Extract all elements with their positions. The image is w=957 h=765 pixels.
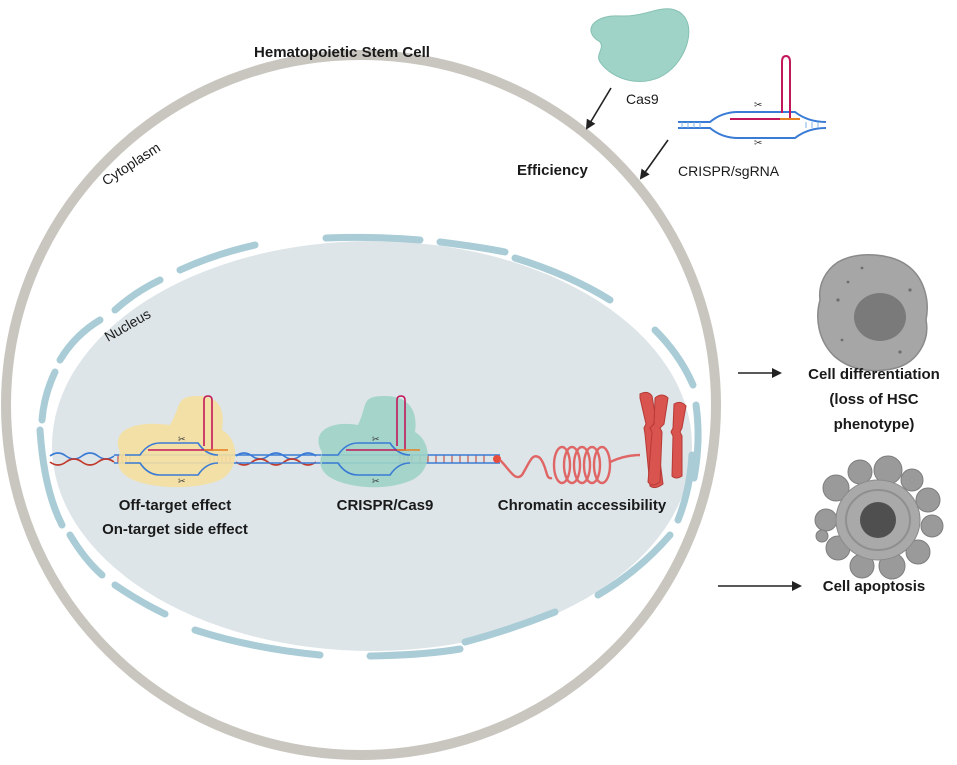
cas9-label: Cas9 (626, 91, 659, 107)
differentiated-cell-icon (817, 254, 928, 372)
crispr-cas9-label: CRISPR/Cas9 (337, 497, 434, 514)
svg-text:✂: ✂ (754, 138, 762, 149)
svg-text:✂: ✂ (754, 100, 762, 111)
sgrna-complex-icon: ✂ ✂ (678, 54, 827, 149)
chromosome-icon (639, 391, 687, 489)
off-target-cas9-icon: ✂ ✂ (117, 395, 236, 488)
chromatin-accessibility-label: Chromatin accessibility (498, 497, 667, 514)
crispr-arrow (639, 139, 669, 180)
nuclear-envelope (36, 233, 702, 660)
apoptotic-cell-icon (814, 455, 944, 580)
differentiation-label: Cell differentiation (808, 366, 940, 383)
crispr-sgrna-label: CRISPR/sgRNA (678, 163, 780, 179)
off-target-label: Off-target effect (119, 497, 232, 514)
svg-text:✂: ✂ (372, 435, 380, 445)
crispr-cas9-complex-icon: ✂ ✂ (318, 395, 428, 488)
svg-text:✂: ✂ (372, 477, 380, 487)
differentiation-sub-label: (loss of HSC (829, 391, 918, 408)
on-target-side-effect-label: On-target side effect (102, 521, 248, 538)
cell-title: Hematopoietic Stem Cell (254, 44, 430, 61)
chromatin-coil-icon (499, 445, 641, 485)
differentiation-phenotype-label: phenotype) (834, 416, 915, 433)
svg-text:✂: ✂ (178, 477, 186, 487)
cas9-arrow (585, 87, 612, 130)
apoptosis-label: Cell apoptosis (823, 578, 926, 595)
svg-text:✂: ✂ (178, 435, 186, 445)
efficiency-label: Efficiency (517, 162, 589, 179)
cas9-protein-icon (590, 8, 690, 82)
